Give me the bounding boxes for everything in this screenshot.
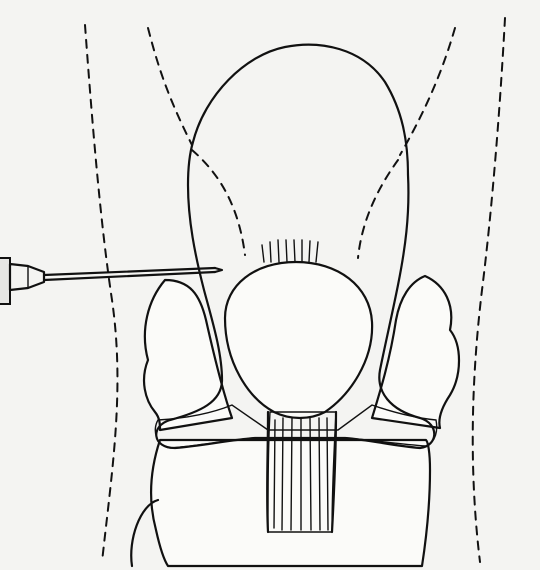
medial-condyle xyxy=(372,276,459,428)
quadriceps-right-line xyxy=(400,28,455,155)
quadriceps-tendon-fibres xyxy=(262,240,318,262)
syringe-barrel xyxy=(0,258,10,304)
patella xyxy=(225,262,372,418)
quadriceps-left-line xyxy=(148,28,192,145)
outer-left-skin-line xyxy=(85,25,117,562)
syringe-hub xyxy=(10,264,44,290)
tibia-outline xyxy=(151,440,430,566)
needle-tip xyxy=(215,268,222,272)
vastus-left-line xyxy=(192,150,245,255)
tibia xyxy=(131,440,430,566)
vastus-right-line xyxy=(358,160,398,258)
outer-right-skin-line xyxy=(473,18,505,562)
